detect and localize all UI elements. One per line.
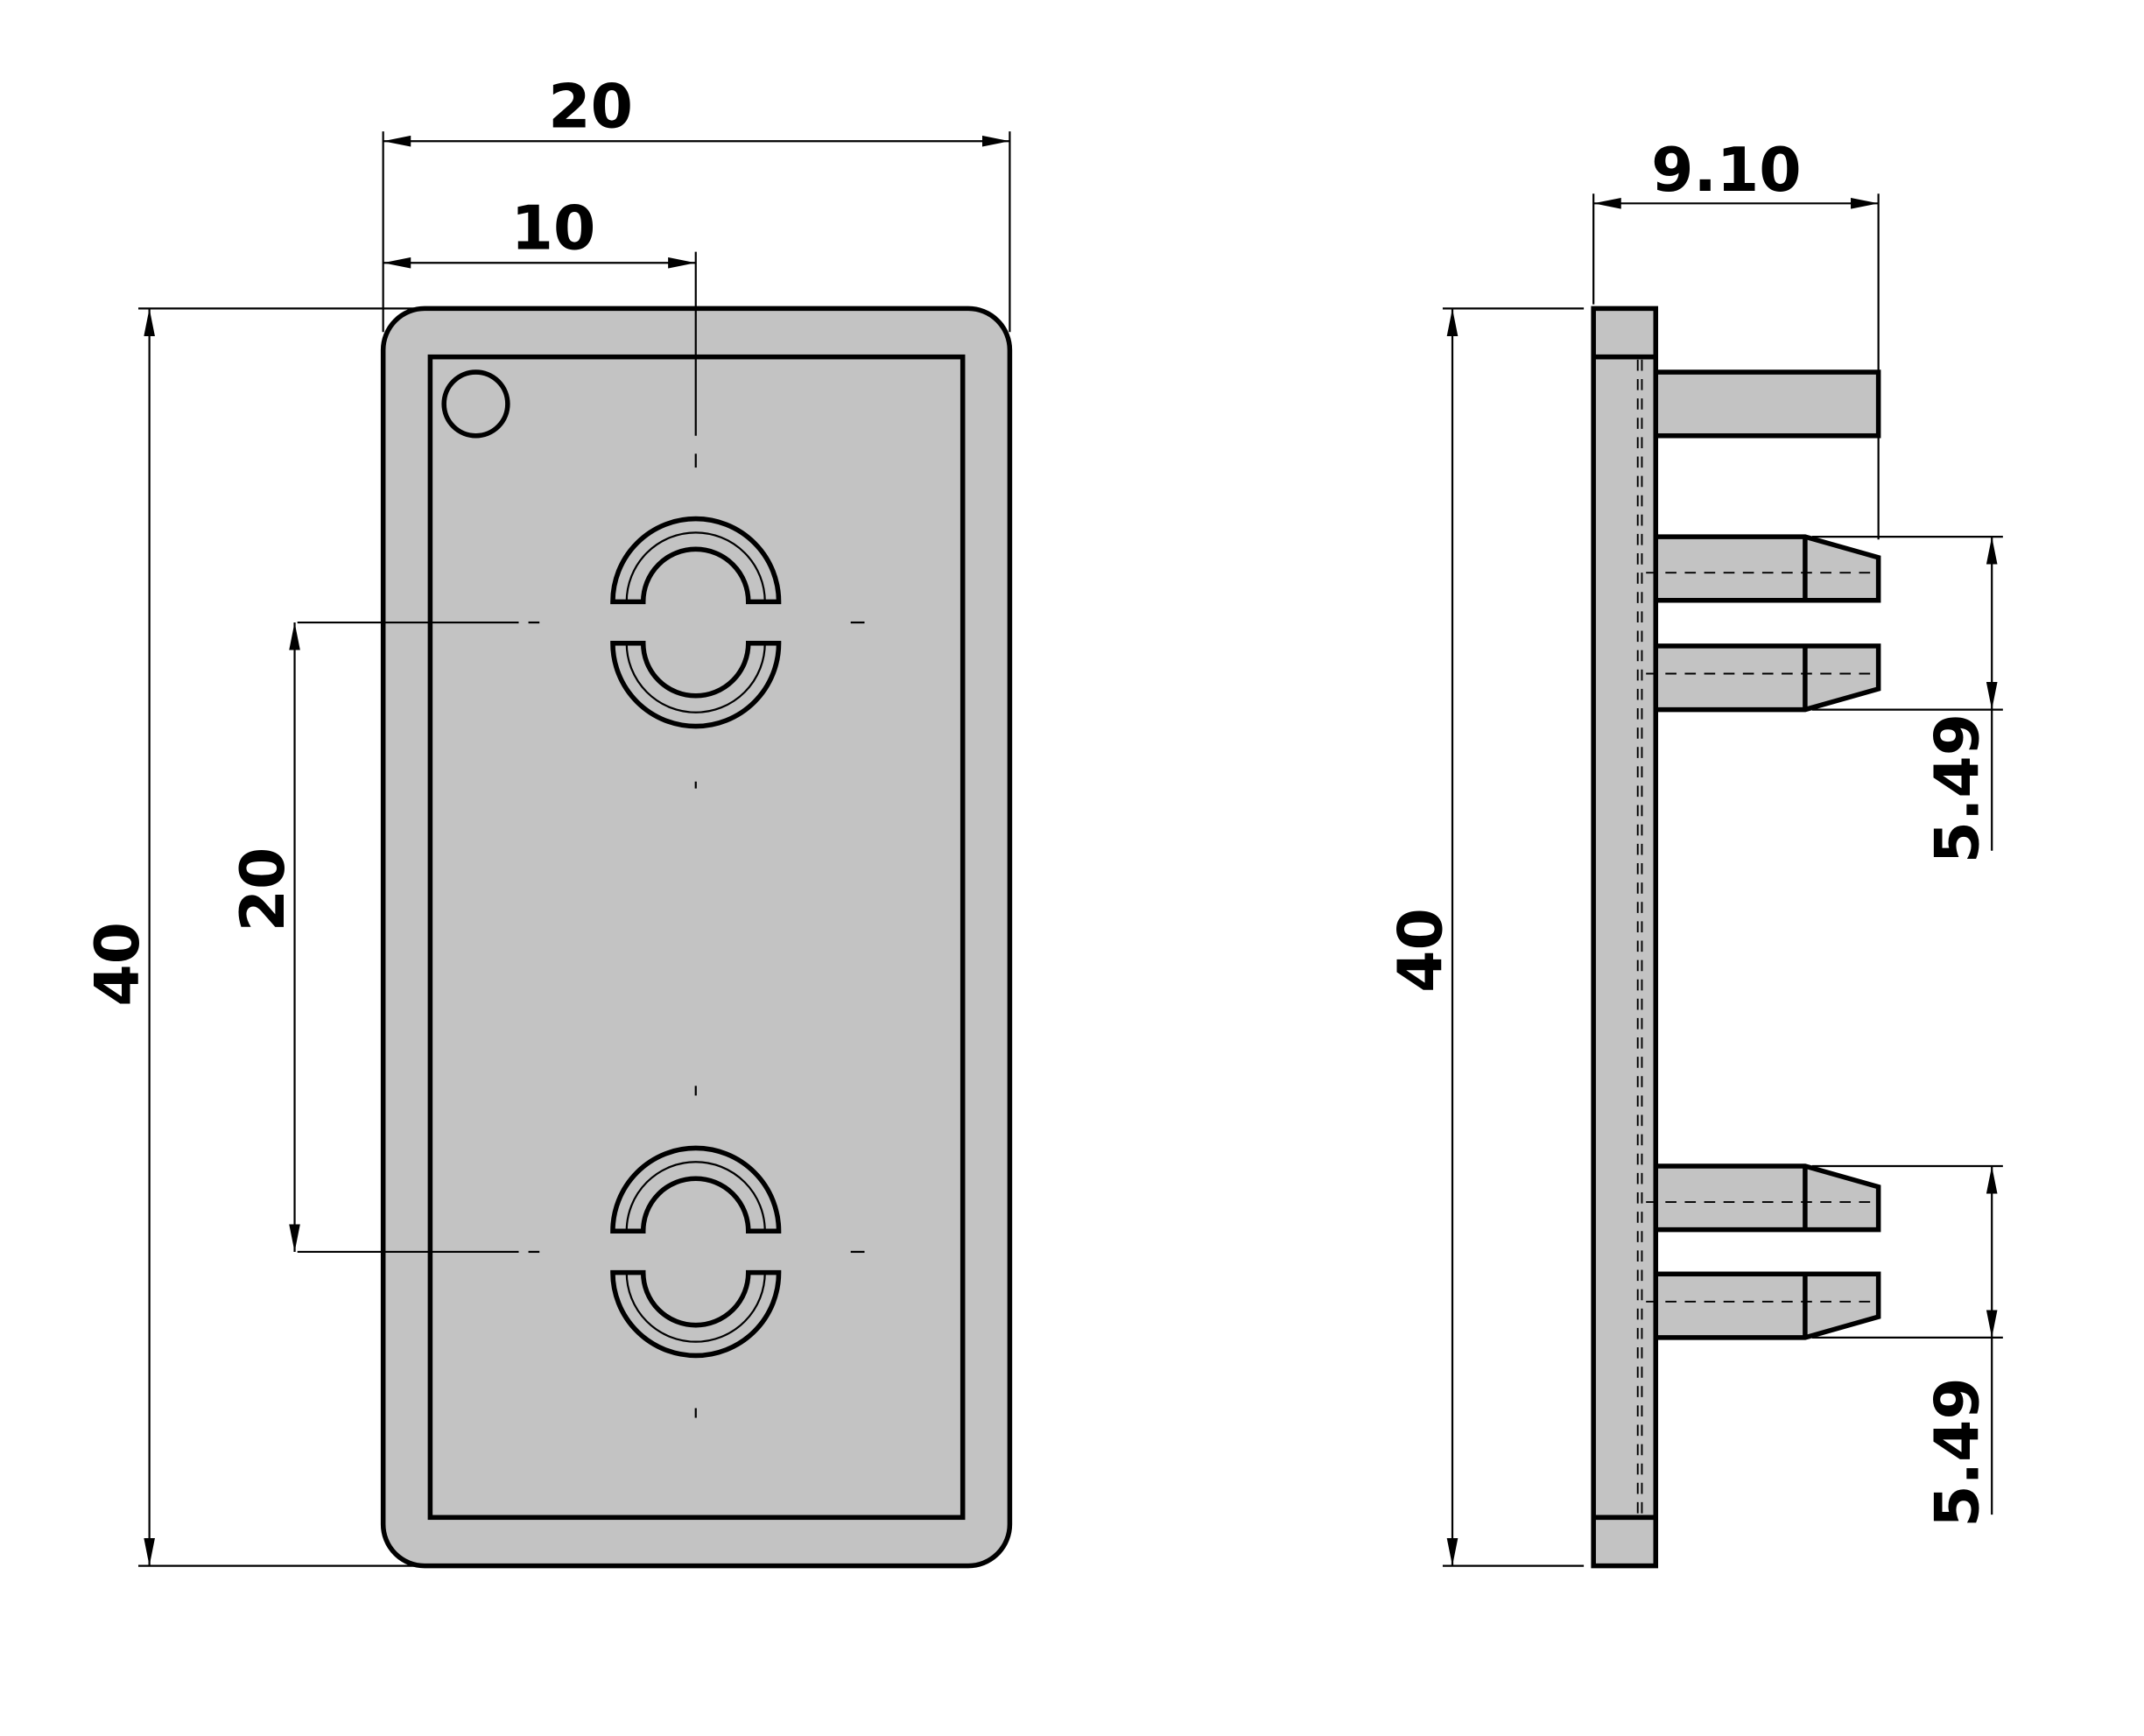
side-view: 9.10 40 5.49 5.49	[1385, 135, 2003, 1569]
dim-height: 40	[82, 922, 153, 1007]
dim-depth: 9.10	[1651, 135, 1802, 206]
side-dimensions: 9.10 40 5.49 5.49	[1385, 135, 2003, 1567]
dim-side-height: 40	[1385, 908, 1456, 993]
clip-pin	[1646, 643, 1881, 713]
front-dimensions: 20 10 40 20	[82, 71, 1011, 1567]
dim-pin-pair-upper: 5.49	[1922, 713, 1993, 864]
clip-hole-upper	[610, 516, 782, 729]
clip-pin	[1646, 1271, 1881, 1340]
cap-plate	[1591, 306, 1659, 1569]
locator-pin	[1653, 369, 1881, 439]
dim-overall-width: 20	[548, 71, 633, 142]
marker-dot	[441, 369, 510, 439]
dim-hole-spacing: 20	[228, 847, 299, 932]
front-view: 20 10 40 20	[82, 71, 1013, 1569]
dim-half-width: 10	[511, 193, 596, 264]
clip-pin	[1646, 1163, 1881, 1233]
centerlines	[297, 251, 865, 1418]
dim-pin-pair-lower: 5.49	[1922, 1377, 1993, 1528]
clip-pin	[1646, 534, 1881, 603]
clip-hole-lower	[610, 1145, 782, 1359]
